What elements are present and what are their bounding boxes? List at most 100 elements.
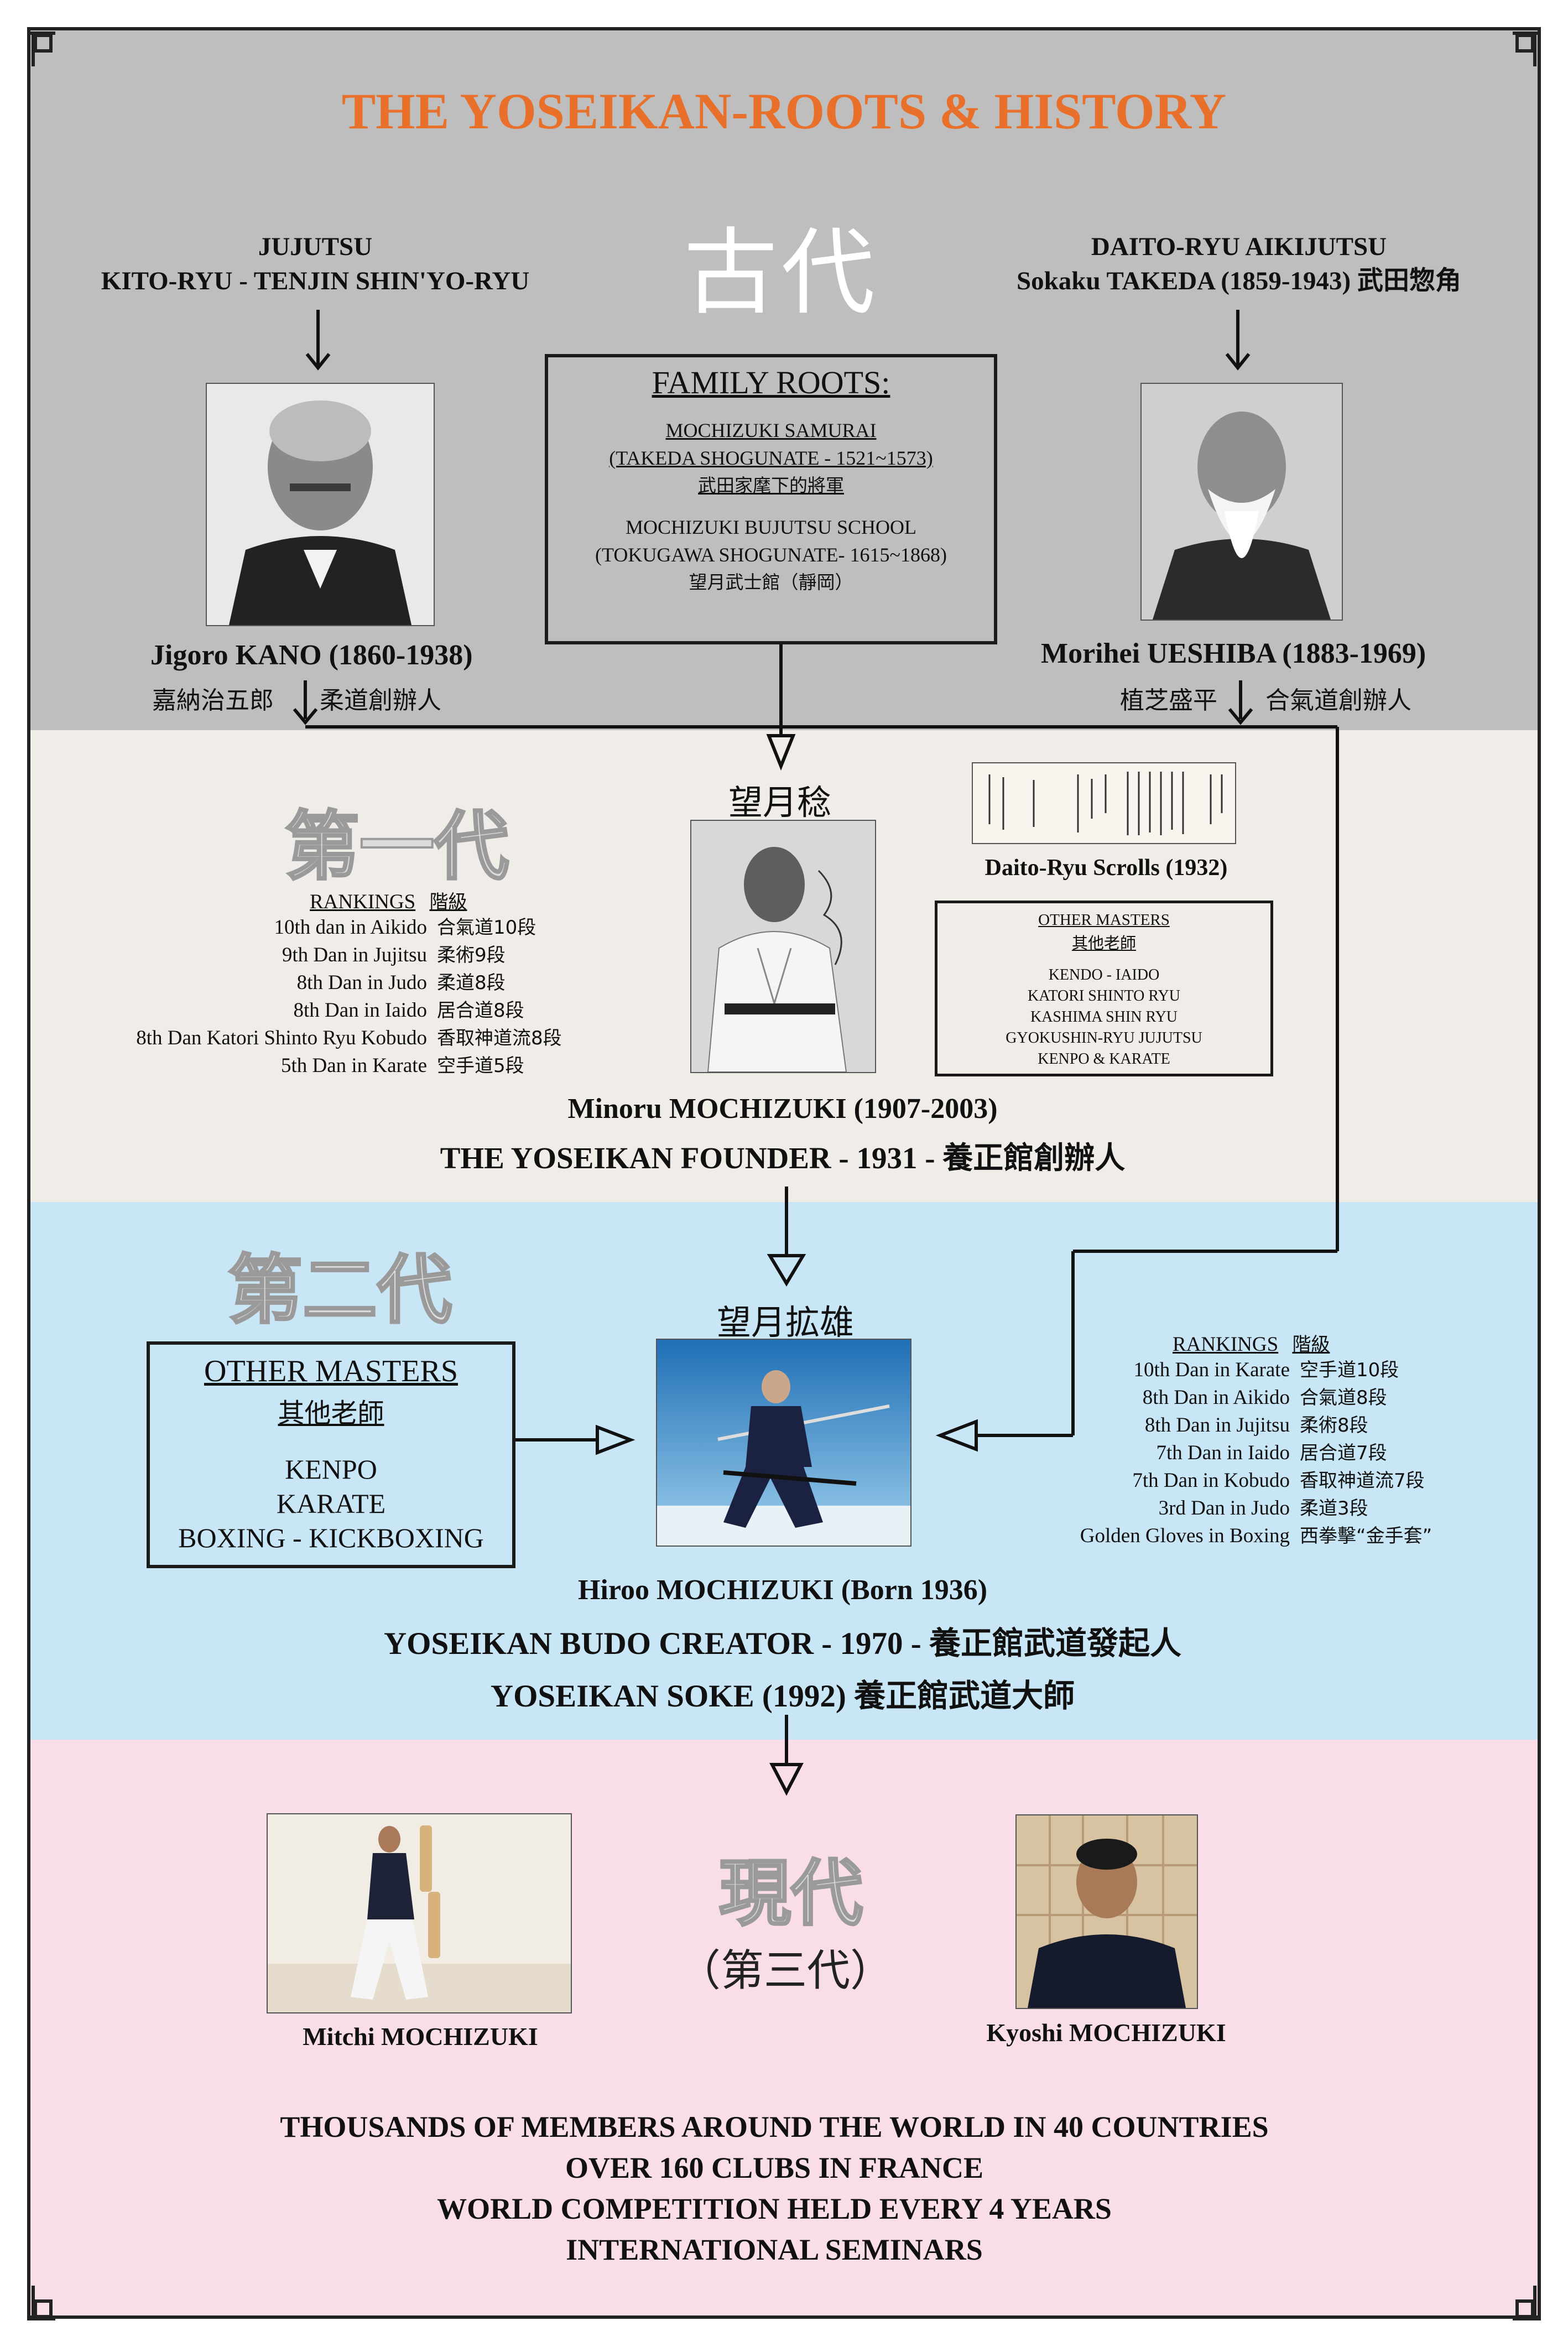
gen1-other-masters-list: KENDO - IAIDO KATORI SHINTO RYU KASHIMA … (937, 965, 1270, 1070)
samurai-line2: (TAKEDA SHOGUNATE - 1521~1573) (609, 447, 933, 469)
ranking-en: 3rd Dan in Judo (1158, 1497, 1290, 1520)
gen2-other-masters-list: KENPO KARATE BOXING - KICKBOXING (150, 1452, 512, 1555)
minoru-jp-name: 望月稔 (728, 782, 831, 823)
ranking-jp: 柔道3段 (1300, 1497, 1368, 1520)
daito-ryu-line2: Sokaku TAKEDA (1859-1943) 武田惣角 (1017, 267, 1461, 295)
ranking-jp: 西拳擊“金手套” (1300, 1525, 1432, 1547)
mitchi-mochizuki-photo (267, 1813, 572, 2013)
ranking-en: 7th Dan in Iaido (1156, 1442, 1290, 1464)
page-title: THE YOSEIKAN-ROOTS & HISTORY (341, 83, 1227, 139)
master-item: BOXING - KICKBOXING (178, 1522, 484, 1553)
generation-label-first: 第一代 (284, 802, 510, 891)
corner-ornament-bottom-left (27, 2286, 55, 2320)
mitchi-mochizuki-name: Mitchi MOCHIZUKI (303, 2022, 538, 2051)
generation-label-second: 第二代 (227, 1246, 453, 1335)
ranking-en: 8th Dan in Jujitsu (1144, 1414, 1290, 1437)
family-roots-box: FAMILY ROOTS: MOCHIZUKI SAMURAI (TAKEDA … (545, 354, 997, 644)
ranking-jp: 合氣道10段 (437, 917, 536, 939)
family-roots-school: MOCHIZUKI BUJUTSU SCHOOL (TOKUGAWA SHOGU… (548, 513, 994, 596)
portrait-ueshiba-drawing (1142, 384, 1342, 620)
ranking-en: 9th Dan in Jujitsu (282, 944, 427, 966)
hiroo-title-creator: YOSEIKAN BUDO CREATOR - 1970 - 養正館武道發起人 (384, 1626, 1181, 1661)
ranking-en: Golden Gloves in Boxing (1080, 1524, 1290, 1547)
gen2-ranking-row: Golden Gloves in Boxing 西拳擊“金手套” (1029, 1522, 1432, 1550)
gen2-rankings-heading-jp: 階級 (1292, 1334, 1330, 1356)
samurai-line3: 武田家麾下的將軍 (698, 475, 844, 496)
gen1-other-masters-box: OTHER MASTERS 其他老師 KENDO - IAIDO KATORI … (935, 901, 1273, 1076)
yoseikan-facts: THOUSANDS OF MEMBERS AROUND THE WORLD IN… (111, 2106, 1438, 2270)
corner-ornament-bottom-right (1513, 2286, 1541, 2320)
hiroo-title-soke: YOSEIKAN SOKE (1992) 養正館武道大師 (490, 1679, 1075, 1714)
fact-line: THOUSANDS OF MEMBERS AROUND THE WORLD IN… (280, 2110, 1269, 2143)
gen1-other-masters-heading-jp: 其他老師 (1071, 934, 1136, 953)
master-item: KASHIMA SHIN RYU (1030, 1008, 1178, 1026)
ranking-jp: 香取神道流8段 (437, 1027, 562, 1049)
minoru-title: THE YOSEIKAN FOUNDER - 1931 - 養正館創辦人 (440, 1141, 1126, 1175)
kano-jp-name: 嘉納治五郎 (152, 686, 274, 715)
daito-ryu-heading: DAITO-RYU AIKIJUTSU Sokaku TAKEDA (1859-… (962, 230, 1515, 298)
ranking-jp: 空手道5段 (437, 1055, 524, 1077)
kano-name: Jigoro KANO (1860-1938) (150, 639, 473, 671)
ueshiba-name: Morihei UESHIBA (1883-1969) (1041, 638, 1426, 669)
hiroo-name: Hiroo MOCHIZUKI (Born 1936) (577, 1574, 988, 1606)
master-item: GYOKUSHIN-RYU JUJUTSU (1006, 1029, 1202, 1047)
ranking-jp: 空手道10段 (1300, 1359, 1399, 1381)
generation-sublabel-third: （第三代） (677, 1946, 893, 1996)
family-roots-heading: FAMILY ROOTS: (652, 365, 890, 400)
scroll-drawing (973, 763, 1235, 843)
hiroo-jp-name: 望月拡雄 (716, 1302, 854, 1342)
gen2-ranking-row: 7th Dan in Iaido 居合道7段 (1029, 1439, 1432, 1467)
ueshiba-jp-name: 植芝盛平 (1120, 686, 1217, 715)
kano-jp-title: 柔道創辦人 (320, 686, 441, 715)
jigoro-kano-photo (206, 383, 435, 626)
kyoshi-mochizuki-name: Kyoshi MOCHIZUKI (986, 2018, 1226, 2047)
samurai-line1: MOCHIZUKI SAMURAI (665, 419, 877, 441)
gen1-ranking-row: 8th Dan Katori Shinto Ryu Kobudo 香取神道流8段 (61, 1024, 562, 1052)
portrait-mitchi-drawing (268, 1814, 571, 2012)
ranking-jp: 居合道7段 (1300, 1442, 1387, 1464)
minoru-mochizuki-photo (690, 820, 876, 1073)
era-label-ancient: 古代 (683, 218, 878, 328)
fact-line: OVER 160 CLUBS IN FRANCE (565, 2151, 984, 2184)
master-item: KARATE (276, 1488, 386, 1519)
ranking-en: 8th Dan Katori Shinto Ryu Kobudo (136, 1027, 427, 1049)
minoru-name: Minoru MOCHIZUKI (1907-2003) (567, 1093, 998, 1125)
ranking-jp: 柔術9段 (437, 944, 506, 966)
ranking-en: 7th Dan in Kobudo (1132, 1469, 1290, 1492)
morihei-ueshiba-photo (1140, 383, 1343, 621)
corner-ornament-top-right (1513, 32, 1541, 66)
ranking-en: 10th Dan in Karate (1133, 1359, 1290, 1381)
corner-ornament-top-left (27, 32, 55, 66)
gen1-rankings-heading-jp: 階級 (429, 891, 467, 913)
ranking-jp: 柔道8段 (437, 972, 506, 994)
daito-ryu-scroll-caption: Daito-Ryu Scrolls (1932) (984, 855, 1228, 881)
gen2-rankings-heading-en: RANKINGS (1173, 1333, 1279, 1356)
gen2-other-masters-box: OTHER MASTERS 其他老師 KENPO KARATE BOXING -… (147, 1341, 515, 1568)
school-line3: 望月武士館（靜岡） (689, 571, 853, 593)
gen1-ranking-row: 9th Dan in Jujitsu 柔術9段 (61, 941, 562, 969)
hiroo-mochizuki-photo (656, 1339, 911, 1547)
master-item: KENPO (285, 1454, 377, 1485)
jujutsu-line1: JUJUTSU (258, 232, 373, 261)
ranking-en: 8th Dan in Aikido (1142, 1386, 1290, 1409)
gen2-ranking-row: 7th Dan in Kobudo 香取神道流7段 (1029, 1467, 1432, 1495)
master-item: KATORI SHINTO RYU (1028, 987, 1180, 1005)
family-roots-samurai: MOCHIZUKI SAMURAI (TAKEDA SHOGUNATE - 15… (548, 417, 994, 499)
gen2-rankings-list: 10th Dan in Karate 空手道10段 8th Dan in Aiki… (1029, 1356, 1432, 1550)
gen2-ranking-row: 10th Dan in Karate 空手道10段 (1029, 1356, 1432, 1384)
gen1-rankings-heading-en: RANKINGS (310, 891, 416, 913)
gen2-ranking-row: 3rd Dan in Judo 柔道3段 (1029, 1495, 1432, 1522)
daito-ryu-line1: DAITO-RYU AIKIJUTSU (1091, 232, 1387, 261)
fact-line: INTERNATIONAL SEMINARS (566, 2233, 983, 2266)
portrait-kano-drawing (207, 384, 434, 625)
portrait-hiroo-drawing (657, 1340, 910, 1546)
ranking-jp: 香取神道流7段 (1300, 1470, 1425, 1492)
